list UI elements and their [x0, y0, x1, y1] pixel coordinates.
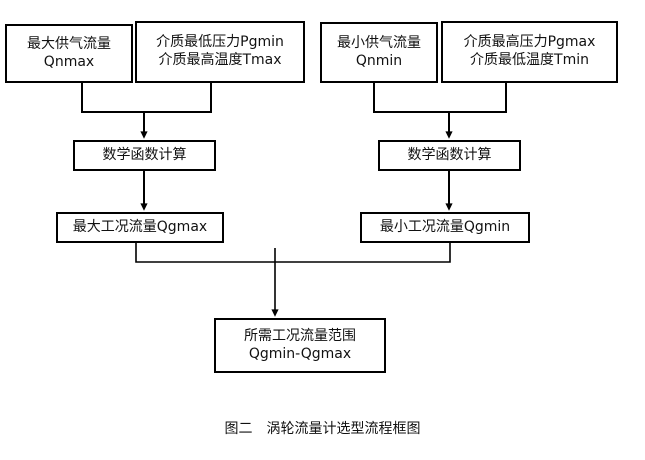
edge-qnmin-to-calc-right [373, 83, 449, 113]
edge-qgmin-to-range [275, 243, 451, 263]
node-min-supply-flow: 最小供气流量 Qnmin [320, 22, 438, 83]
node-math-function-right-label: 数学函数计算 [407, 146, 492, 163]
node-min-pressure-max-temp: 介质最低压力Pgmin 介质最高温度Tmax [135, 21, 305, 83]
node-min-supply-flow-line2: Qnmin [355, 52, 403, 69]
node-max-working-flow-label: 最大工况流量Qgmax [72, 218, 208, 235]
node-max-supply-flow-line2: Qnmax [43, 53, 95, 70]
node-max-working-flow: 最大工况流量Qgmax [56, 212, 224, 243]
edge-pgmax-to-calc-right [449, 83, 507, 113]
figure-caption: 图二 涡轮流量计选型流程框图 [224, 421, 421, 437]
edge-qgmax-to-range [135, 243, 275, 263]
node-max-pressure-min-temp-line1: 介质最高压力Pgmax [463, 34, 596, 51]
node-min-pressure-max-temp-line1: 介质最低压力Pgmin [156, 34, 284, 51]
node-required-flow-range-line1: 所需工况流量范围 [244, 327, 356, 344]
node-required-flow-range-line2: Qgmin-Qgmax [248, 345, 352, 362]
node-min-working-flow-label: 最小工况流量Qgmin [379, 218, 511, 235]
edge-qnmax-to-calc-left [81, 83, 144, 113]
edge-pgmin-to-calc-left [144, 83, 212, 113]
node-max-supply-flow: 最大供气流量 Qnmax [5, 24, 133, 83]
node-max-supply-flow-line1: 最大供气流量 [27, 35, 111, 52]
node-required-flow-range: 所需工况流量范围 Qgmin-Qgmax [214, 318, 386, 373]
node-math-function-right: 数学函数计算 [378, 140, 521, 171]
node-math-function-left: 数学函数计算 [73, 140, 216, 171]
node-min-pressure-max-temp-line2: 介质最高温度Tmax [158, 52, 282, 68]
node-min-supply-flow-line1: 最小供气流量 [337, 34, 421, 51]
node-max-pressure-min-temp-line2: 介质最低温度Tmin [470, 52, 589, 68]
node-min-working-flow: 最小工况流量Qgmin [360, 212, 530, 243]
node-math-function-left-label: 数学函数计算 [102, 146, 187, 163]
node-max-pressure-min-temp: 介质最高压力Pgmax 介质最低温度Tmin [441, 21, 618, 83]
